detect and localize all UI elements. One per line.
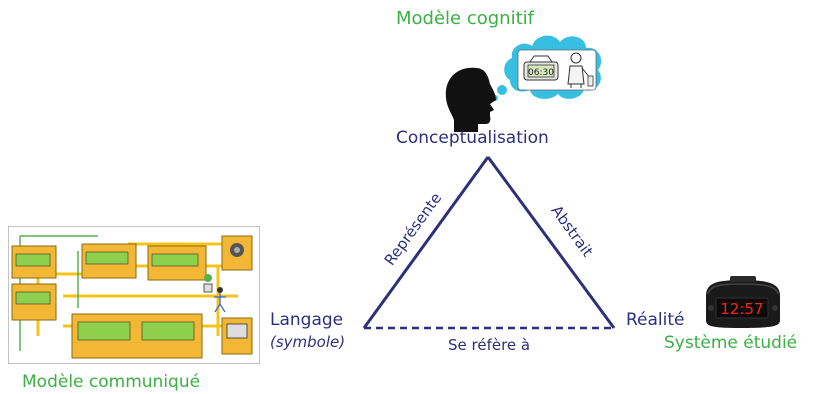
edge-line-left — [362, 156, 490, 329]
node-langage-sub: (symbole) — [270, 333, 346, 351]
thumb-blocks — [11, 235, 253, 359]
node-conceptualisation: Conceptualisation — [396, 128, 549, 148]
thinking-head-icon: 06:30 — [445, 35, 602, 132]
node-langage: Langage — [270, 310, 344, 330]
edge-line-right — [486, 156, 616, 329]
alarm-clock-icon: 12:57 — [706, 276, 780, 328]
thought-cloud: 06:30 — [492, 35, 602, 101]
node-realite: Réalité — [626, 310, 685, 330]
communicated-model-title: Modèle communiqué — [22, 372, 201, 392]
thought-clock-time: 06:30 — [528, 68, 554, 78]
edge-label-se-refere: Se réfère à — [448, 336, 531, 354]
alarm-clock-time: 12:57 — [720, 300, 763, 318]
cognitive-model-title: Modèle cognitif — [396, 8, 534, 29]
head-silhouette — [445, 67, 496, 132]
studied-system-label: Système étudié — [664, 333, 798, 353]
edge-label-abstrait: Abstrait — [547, 202, 596, 260]
block-diagram-thumbnail — [8, 226, 260, 364]
